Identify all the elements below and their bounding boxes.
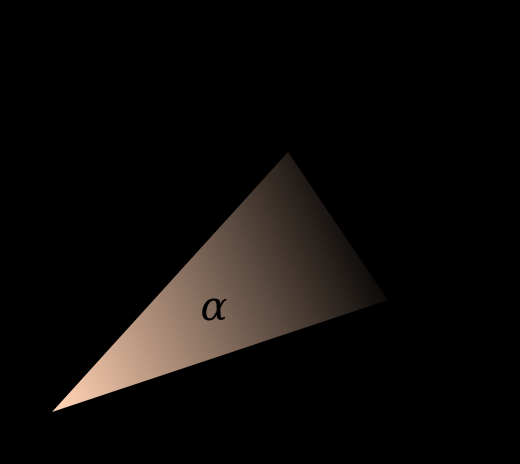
triangle-shape <box>52 152 388 412</box>
angle-alpha-label: α <box>200 284 227 330</box>
